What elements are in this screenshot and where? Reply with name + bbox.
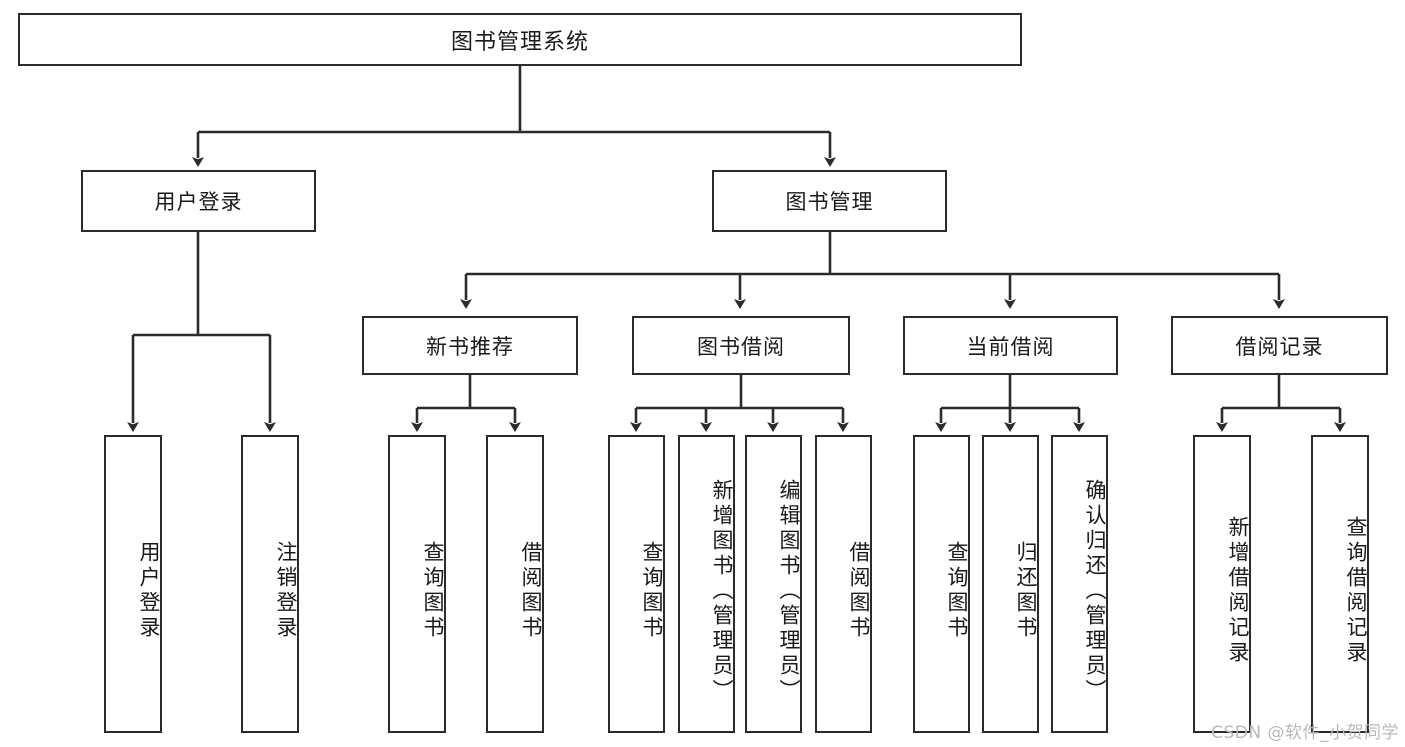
leaf-query-book-borrow[interactable]: 查询图书 xyxy=(608,435,665,733)
node-current-borrow[interactable]: 当前借阅 xyxy=(903,316,1118,375)
node-new-book-recommend[interactable]: 新书推荐 xyxy=(362,316,578,375)
watermark: CSDN @软件_小贺同学 xyxy=(1211,723,1399,743)
leaf-borrow-book[interactable]: 借阅图书 xyxy=(815,435,872,733)
leaf-borrow-book-recommend[interactable]: 借阅图书 xyxy=(486,435,544,733)
node-borrow-record[interactable]: 借阅记录 xyxy=(1171,316,1388,375)
leaf-query-book-current[interactable]: 查询图书 xyxy=(913,435,970,733)
leaf-confirm-return-admin[interactable]: 确认归还（管理员） xyxy=(1051,435,1108,733)
leaf-query-borrow-record[interactable]: 查询借阅记录 xyxy=(1311,435,1369,733)
leaf-query-book-recommend[interactable]: 查询图书 xyxy=(388,435,446,733)
node-book-borrow[interactable]: 图书借阅 xyxy=(632,316,850,375)
leaf-add-book-admin[interactable]: 新增图书（管理员） xyxy=(678,435,735,733)
node-root[interactable]: 图书管理系统 xyxy=(18,13,1022,66)
leaf-return-book[interactable]: 归还图书 xyxy=(982,435,1039,733)
node-user-login[interactable]: 用户登录 xyxy=(81,170,316,232)
node-book-management[interactable]: 图书管理 xyxy=(712,170,947,232)
leaf-edit-book-admin[interactable]: 编辑图书（管理员） xyxy=(745,435,802,733)
leaf-logout[interactable]: 注销登录 xyxy=(241,435,299,733)
leaf-add-borrow-record[interactable]: 新增借阅记录 xyxy=(1193,435,1251,733)
leaf-user-login[interactable]: 用户登录 xyxy=(104,435,162,733)
